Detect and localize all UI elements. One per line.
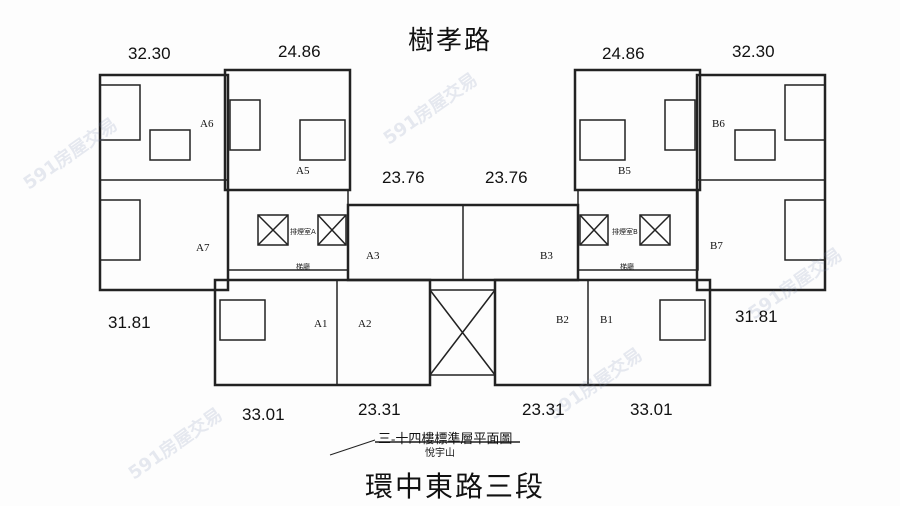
unit-label-b1: B1 [600,314,613,326]
unit-label-b7: B7 [710,240,723,252]
elevator-x [639,214,671,246]
stairs [229,99,261,151]
room [149,129,191,161]
unit-a6-a7-outline [98,73,230,292]
room [784,199,826,261]
road-top: 樹孝路 [408,26,493,56]
stairs [664,99,696,151]
unit-label-a3: A3 [366,250,380,262]
plan-title: 三-十四樓標準層平面圖 [378,431,513,446]
unit-b1-b2-outline [493,278,712,387]
area-b6: 32.30 [732,42,775,61]
room [784,84,826,141]
room [734,129,776,161]
unit-label-a6: A6 [200,118,214,130]
room-smoke-a: 排煙室A [290,228,316,236]
area-a7: 31.81 [108,313,151,332]
area-a6: 32.30 [128,44,171,63]
area-b2: 23.31 [522,400,565,419]
room [219,299,266,341]
unit-label-b6: B6 [712,118,725,130]
room [659,299,706,341]
room [99,84,141,141]
room-lobby-b: 梯廳 [620,263,634,271]
room-smoke-b: 排煙室B [612,228,638,236]
room [579,119,626,161]
room-lobby-a: 梯廳 [296,263,310,271]
area-b1: 33.01 [630,400,673,419]
plan-subtitle: 悅宇山 [425,448,455,459]
room [299,119,346,161]
unit-label-b3: B3 [540,250,553,262]
core-b [577,189,699,271]
unit-label-a7: A7 [196,242,210,254]
elevator [579,214,609,246]
area-a2: 23.31 [358,400,401,419]
unit-b6-b7-outline [695,73,827,292]
elevator [639,214,671,246]
unit-label-b5: B5 [618,165,631,177]
area-b5: 24.86 [602,44,645,63]
road-bottom: 環中東路三段 [365,470,546,503]
room [99,199,141,261]
area-a5: 24.86 [278,42,321,61]
void-x [429,289,496,376]
area-a3: 23.76 [382,168,425,187]
area-b7: 31.81 [735,307,778,326]
unit-b5-outline [573,68,702,192]
area-a1: 33.01 [242,405,285,424]
north-arrow-icon [329,439,376,456]
elevator-x [317,214,347,246]
elevator [317,214,347,246]
unit-label-b2: B2 [556,314,569,326]
unit-a5-outline [223,68,352,192]
elevator-x [579,214,609,246]
elevator [257,214,289,246]
unit-a1-a2-outline [213,278,432,387]
unit-label-a2: A2 [358,318,372,330]
unit-label-a1: A1 [314,318,328,330]
elevator-x [257,214,289,246]
unit-label-a5: A5 [296,165,310,177]
area-b3: 23.76 [485,168,528,187]
